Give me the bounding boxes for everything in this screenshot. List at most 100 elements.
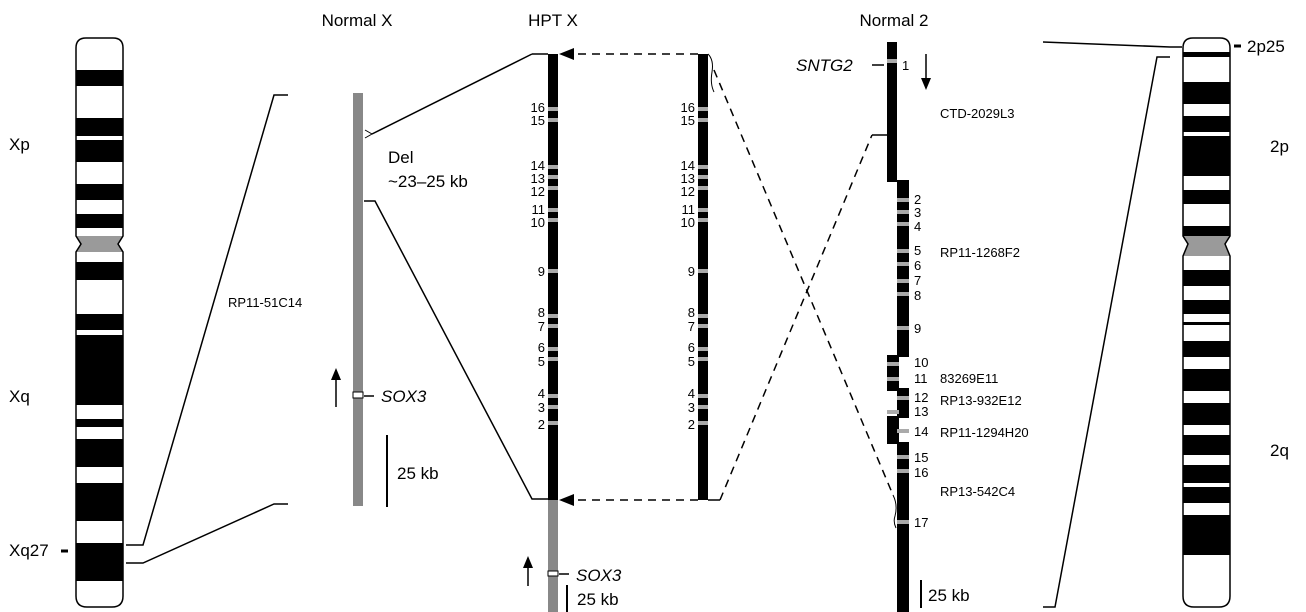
svg-text:7: 7	[688, 319, 695, 334]
hpt-x-bar	[548, 54, 558, 500]
svg-text:RP13-932E12: RP13-932E12	[940, 393, 1022, 408]
header-hpt-x: HPT X	[528, 11, 578, 30]
svg-text:15: 15	[531, 113, 545, 128]
dashed-cross-line-a	[713, 69, 894, 496]
svg-text:10: 10	[681, 215, 695, 230]
xp-label: Xp	[9, 135, 30, 154]
svg-text:11: 11	[682, 202, 696, 217]
svg-text:13: 13	[914, 404, 928, 419]
normal2-breakpoint-squiggle	[892, 494, 897, 529]
sox3-arrow-hpt-head	[523, 556, 533, 568]
normal-x-bar	[353, 93, 363, 506]
svg-text:RP11-1294H20: RP11-1294H20	[940, 425, 1029, 440]
x-zoom-line-top	[126, 94, 288, 546]
scale-label-normal-2: 25 kb	[928, 586, 970, 605]
x-chromosome-ideogram	[75, 37, 124, 608]
svg-text:83269E11: 83269E11	[940, 371, 998, 386]
svg-text:5: 5	[914, 243, 921, 258]
header-normal-x: Normal X	[322, 11, 393, 30]
svg-text:4: 4	[914, 219, 921, 234]
svg-text:6: 6	[688, 340, 695, 355]
svg-text:3: 3	[914, 205, 921, 220]
normal2-clone-labels: CTD-2029L3 RP11-1268F2 83269E11 RP13-932…	[940, 106, 1029, 499]
svg-text:14: 14	[681, 158, 695, 173]
hpt-x-gray-segment	[548, 500, 558, 612]
svg-text:1: 1	[902, 58, 909, 73]
svg-text:10: 10	[914, 355, 928, 370]
normal2-probe-bands	[887, 59, 909, 524]
2q-label: 2q	[1270, 441, 1289, 460]
svg-text:2: 2	[538, 417, 545, 432]
svg-text:15: 15	[914, 450, 928, 465]
deletion-label-line2: ~23–25 kb	[388, 172, 468, 191]
deletion-bracket	[364, 129, 374, 139]
svg-text:8: 8	[914, 288, 921, 303]
scale-label-hpt-x: 25 kb	[577, 590, 619, 609]
svg-text:16: 16	[531, 100, 545, 115]
svg-text:13: 13	[531, 171, 545, 186]
clone-label-rp11-51c14: RP11-51C14	[228, 295, 302, 310]
breakpoint-mark-top	[707, 53, 715, 93]
sntg2-label: SNTG2	[796, 56, 853, 75]
svg-text:3: 3	[688, 400, 695, 415]
sox3-arrow-normal-head	[331, 368, 341, 380]
svg-text:9: 9	[538, 264, 545, 279]
svg-text:5: 5	[688, 354, 695, 369]
chr2-zoom-line-top	[1042, 41, 1182, 48]
sox3-box-hpt	[547, 570, 559, 577]
normal2-marker-labels: 1 2 3 4 5 6 7 8 9 10 11 12 13 14 15 16 1…	[902, 58, 928, 530]
svg-text:2: 2	[688, 417, 695, 432]
sox3-label-normal: SOX3	[381, 387, 427, 406]
hpt-zoom-line-top	[371, 53, 533, 135]
svg-text:CTD-2029L3: CTD-2029L3	[940, 106, 1014, 121]
svg-text:15: 15	[681, 113, 695, 128]
svg-text:16: 16	[681, 100, 695, 115]
2p-label: 2p	[1270, 137, 1289, 156]
inserted-segment-probe-bands	[698, 107, 708, 425]
svg-text:7: 7	[538, 319, 545, 334]
svg-text:6: 6	[538, 340, 545, 355]
svg-text:9: 9	[914, 321, 921, 336]
inserted-segment-bar	[698, 54, 708, 500]
scale-label-normal-x: 25 kb	[397, 464, 439, 483]
dashed-arrow-top-head	[559, 48, 574, 60]
svg-text:10: 10	[531, 215, 545, 230]
svg-text:8: 8	[538, 305, 545, 320]
2p25-label: 2p25	[1247, 37, 1285, 56]
chr2-zoom-line-bottom	[1043, 56, 1170, 608]
xq27-label: Xq27	[9, 541, 49, 560]
chr2-ideogram	[1182, 37, 1231, 608]
svg-text:11: 11	[914, 371, 928, 386]
svg-text:4: 4	[538, 386, 545, 401]
svg-text:11: 11	[532, 202, 546, 217]
svg-text:17: 17	[914, 515, 928, 530]
header-normal-2: Normal 2	[860, 11, 929, 30]
svg-text:12: 12	[681, 184, 695, 199]
svg-text:16: 16	[914, 465, 928, 480]
deletion-label-line1: Del	[388, 148, 414, 167]
hpt-x-marker-labels: 16 15 14 13 12 11 10 9 8 7 6 5 4 3 2	[531, 100, 545, 432]
svg-text:RP11-1268F2: RP11-1268F2	[940, 245, 1020, 260]
svg-text:13: 13	[681, 171, 695, 186]
dashed-arrow-bottom-head	[559, 494, 574, 506]
dashed-cross-line-b	[719, 134, 873, 501]
svg-text:12: 12	[531, 184, 545, 199]
svg-text:RP13-542C4: RP13-542C4	[940, 484, 1015, 499]
svg-text:5: 5	[538, 354, 545, 369]
svg-text:4: 4	[688, 386, 695, 401]
sox3-label-hpt: SOX3	[576, 566, 622, 585]
inserted-segment-marker-labels: 16 15 14 13 12 11 10 9 8 7 6 5 4 3 2	[681, 100, 695, 432]
svg-text:14: 14	[531, 158, 545, 173]
x-zoom-line-bottom	[126, 503, 288, 564]
svg-text:2: 2	[914, 192, 921, 207]
hpt-x-probe-bands	[548, 107, 558, 425]
sox3-box-normal	[352, 391, 364, 399]
xq-label: Xq	[9, 387, 30, 406]
svg-text:6: 6	[914, 258, 921, 273]
svg-text:8: 8	[688, 305, 695, 320]
svg-text:7: 7	[914, 273, 921, 288]
svg-text:9: 9	[688, 264, 695, 279]
hpt-zoom-line-bottom	[364, 200, 548, 500]
svg-text:12: 12	[914, 390, 928, 405]
svg-text:14: 14	[914, 424, 928, 439]
